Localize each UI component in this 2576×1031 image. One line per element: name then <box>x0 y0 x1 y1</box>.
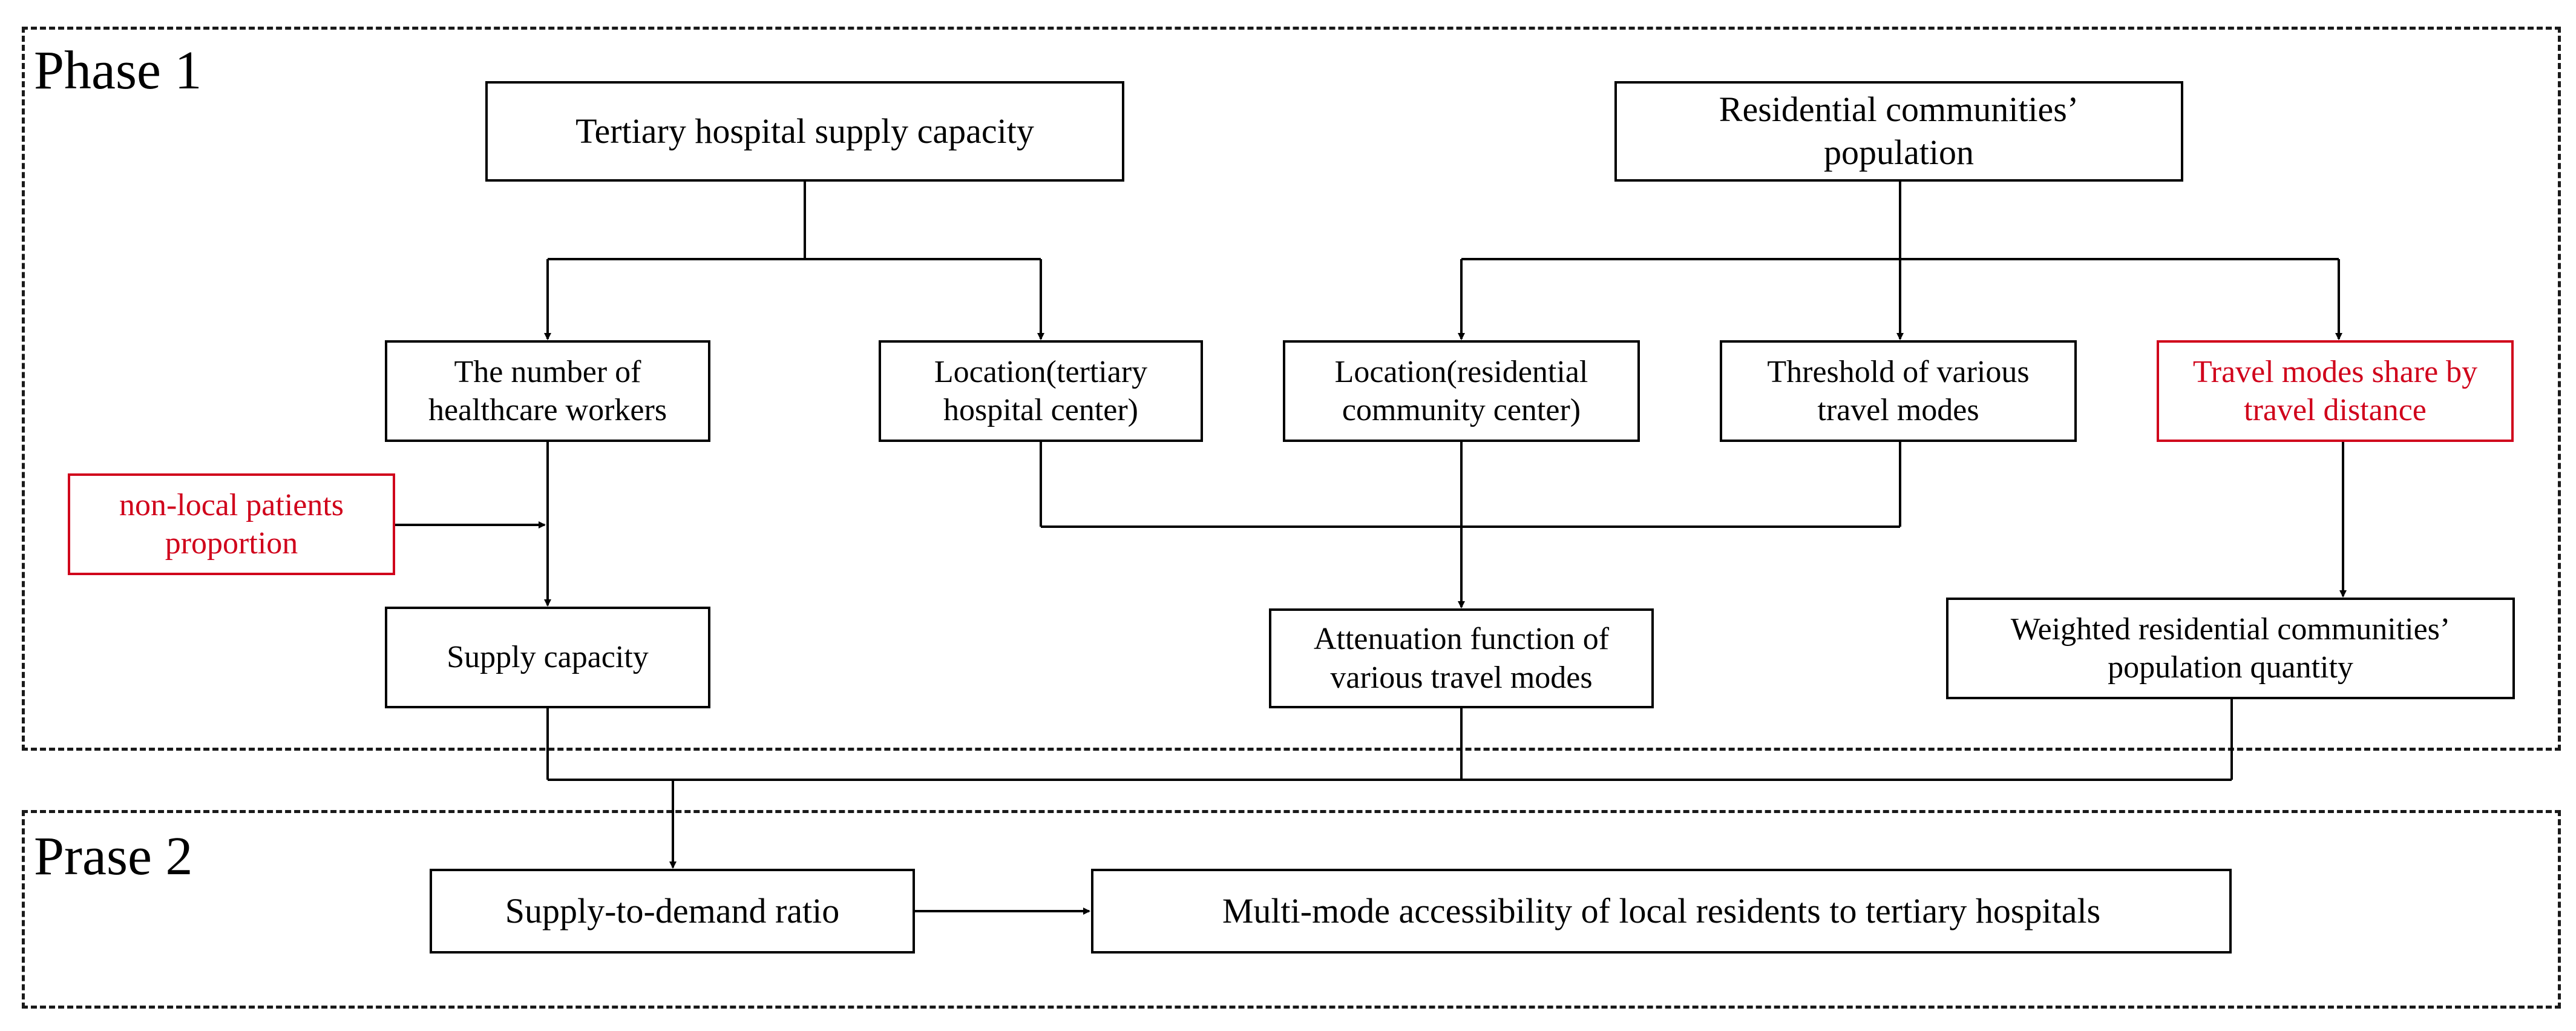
weighted-population-box: Weighted residential communities’ popula… <box>1946 598 2515 699</box>
threshold-box: Threshold of various travel modes <box>1720 340 2077 442</box>
residential-population-text: Residential communities’ population <box>1719 90 2079 172</box>
location-residential-text: Location(residential community center) <box>1334 354 1588 427</box>
phase-1-label: Phase 1 <box>34 41 202 100</box>
travel-modes-share-box: Travel modes share by travel distance <box>2157 340 2514 442</box>
healthcare-workers-box: The number of healthcare workers <box>385 340 710 442</box>
supply-demand-ratio-text: Supply-to-demand ratio <box>505 891 840 931</box>
phase-2-label: Prase 2 <box>34 826 193 886</box>
nonlocal-proportion-box: non-local patients proportion <box>68 473 395 575</box>
supply-capacity-text: Supply capacity <box>447 640 649 675</box>
attenuation-function-box: Attenuation function of various travel m… <box>1269 608 1654 708</box>
location-hospital-box: Location(tertiary hospital center) <box>879 340 1203 442</box>
threshold-text: Threshold of various travel modes <box>1767 354 2030 427</box>
supply-capacity-box: Supply capacity <box>385 607 710 708</box>
multimode-accessibility-box: Multi-mode accessibility of local reside… <box>1091 869 2232 954</box>
nonlocal-proportion-text: non-local patients proportion <box>119 487 344 561</box>
phase-1-container <box>22 27 2561 751</box>
attenuation-function-text: Attenuation function of various travel m… <box>1313 622 1610 695</box>
tertiary-supply-text: Tertiary hospital supply capacity <box>575 111 1034 151</box>
multimode-accessibility-text: Multi-mode accessibility of local reside… <box>1222 891 2101 931</box>
location-hospital-text: Location(tertiary hospital center) <box>934 354 1148 427</box>
phase-2-container <box>22 810 2561 1009</box>
tertiary-supply-box: Tertiary hospital supply capacity <box>485 81 1124 182</box>
travel-modes-share-text: Travel modes share by travel distance <box>2192 354 2478 427</box>
healthcare-workers-text: The number of healthcare workers <box>428 354 667 427</box>
location-residential-box: Location(residential community center) <box>1283 340 1640 442</box>
residential-population-box: Residential communities’ population <box>1614 81 2183 182</box>
supply-demand-ratio-box: Supply-to-demand ratio <box>430 869 915 954</box>
weighted-population-text: Weighted residential communities’ popula… <box>2010 611 2451 685</box>
